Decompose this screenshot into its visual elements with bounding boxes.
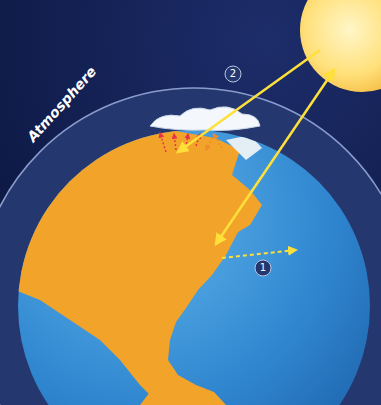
sun [300,0,381,92]
callout-number: 1 [260,263,266,273]
callout-circle [255,260,271,276]
cloud [150,107,260,131]
north-america [15,130,262,405]
callout-circle [225,66,241,82]
callout-number: 2 [230,69,236,79]
atmosphere-layer [0,88,381,405]
